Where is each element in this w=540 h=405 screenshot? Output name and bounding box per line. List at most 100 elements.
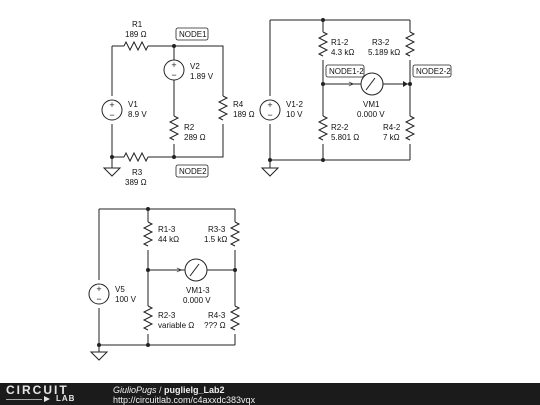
junction-dot [146, 207, 150, 211]
node2-2-label: NODE2-2 [416, 67, 451, 76]
r2-value: 289 Ω [184, 133, 206, 142]
circuit-meta: GiulioPugs / puglielg_Lab2 [113, 385, 225, 395]
v1-name: V1 [128, 100, 138, 109]
r4-2-name: R4-2 [383, 123, 401, 132]
r2-name: R2 [184, 123, 195, 132]
r4-name: R4 [233, 100, 244, 109]
vm1-3-value: 0.000 V [183, 296, 211, 305]
v2-plus-icon: + [171, 60, 176, 70]
r3-3-value: 1.5 kΩ [204, 235, 227, 244]
circuit-title-link[interactable]: puglielg_Lab2 [164, 385, 225, 395]
r4-resistor [217, 95, 229, 121]
r1-resistor [123, 40, 149, 52]
v5-name: V5 [115, 285, 125, 294]
junction-dot [321, 82, 325, 86]
r4-3-name: R4-3 [208, 311, 226, 320]
meta-separator: / [156, 385, 165, 395]
r3-3-name: R3-3 [208, 225, 226, 234]
vm1-needle [365, 77, 376, 91]
node2-box [175, 164, 209, 178]
r4-3-value: ??? Ω [204, 321, 226, 330]
r3-resistor [123, 151, 149, 163]
r1-3-name: R1-3 [158, 225, 176, 234]
r2-2-name: R2-2 [331, 123, 349, 132]
circuitlab-logo[interactable]: CIRCUIT LAB [6, 384, 94, 405]
ground-a-icon [102, 167, 122, 177]
vm1-3-arrow-icon: > [176, 265, 181, 275]
logo-line [6, 399, 42, 400]
r1-3-value: 44 kΩ [158, 235, 179, 244]
r1-2-value: 4.3 kΩ [331, 48, 354, 57]
v1-2-plus-icon: + [267, 100, 272, 110]
v2-value: 1.89 V [190, 72, 214, 81]
v5-plus-icon: + [96, 284, 101, 294]
junction-dot [321, 158, 325, 162]
v5-value: 100 V [115, 295, 137, 304]
r1-2-name: R1-2 [331, 38, 349, 47]
junction-dot [146, 343, 150, 347]
vm1-3-meter-icon [184, 258, 208, 282]
vm1-3-name: VM1-3 [186, 286, 210, 295]
node1-label: NODE1 [179, 30, 207, 39]
v5-source-symbol [88, 283, 110, 305]
r1-2-resistor [317, 31, 329, 57]
logo-bottom-text: LAB [56, 394, 76, 403]
node1-2-box [325, 64, 365, 78]
r3-2-value: 5.189 kΩ [368, 48, 400, 57]
v1-2-minus-icon: − [267, 110, 272, 120]
r2-3-resistor [142, 305, 154, 331]
v1-2-source-symbol [259, 99, 281, 121]
junction-dot [321, 18, 325, 22]
vm1-meter-icon [360, 72, 384, 96]
vm1-value: 0.000 V [357, 110, 385, 119]
v1-plus-icon: + [109, 100, 114, 110]
v5-minus-icon: − [96, 294, 101, 304]
r1-name: R1 [132, 20, 143, 29]
schematic-canvas: + − + − + − + − > > NODE1 NODE2 NODE1-2 … [88, 18, 452, 361]
ground-c-icon [89, 351, 109, 361]
junction-dot [172, 44, 176, 48]
r4-2-resistor [404, 115, 416, 141]
r2-resistor [168, 115, 180, 141]
v1-source-symbol [101, 99, 123, 121]
junction-dot [268, 158, 272, 162]
v2-minus-icon: − [171, 70, 176, 80]
node1-box [175, 27, 209, 41]
junction-dot [146, 268, 150, 272]
v1-2-name: V1-2 [286, 100, 303, 109]
r2-2-resistor [317, 115, 329, 141]
vm1-arrow-icon: > [348, 79, 353, 89]
v1-minus-icon: − [109, 110, 114, 120]
vm1-name: VM1 [363, 100, 380, 109]
node2-2-box [412, 64, 452, 78]
r1-value: 189 Ω [125, 30, 147, 39]
v1-value: 8.9 V [128, 110, 147, 119]
r4-3-resistor [229, 305, 241, 331]
junction-dot [172, 155, 176, 159]
r2-3-name: R2-3 [158, 311, 176, 320]
r3-3-resistor [229, 221, 241, 247]
junction-dot [110, 155, 114, 159]
node2-label: NODE2 [179, 167, 207, 176]
junction-dot [233, 268, 237, 272]
r3-value: 389 Ω [125, 178, 147, 187]
r3-2-resistor [404, 31, 416, 57]
r4-2-value: 7 kΩ [383, 133, 400, 142]
node1-2-label: NODE1-2 [329, 67, 364, 76]
vm1-3-needle [189, 263, 200, 277]
r2-2-value: 5.801 Ω [331, 133, 359, 142]
r1-3-resistor [142, 221, 154, 247]
r2-3-value: variable Ω [158, 321, 194, 330]
v2-name: V2 [190, 62, 200, 71]
logo-top-text: CIRCUIT [6, 383, 69, 397]
r4-value: 189 Ω [233, 110, 255, 119]
logo-arrow-icon [44, 396, 50, 402]
circuit-url-link[interactable]: http://circuitlab.com/c4axxdc383vqx [113, 395, 256, 405]
node2-2-arrow-icon [403, 81, 408, 87]
v2-source-symbol [163, 59, 185, 81]
ground-b-icon [260, 167, 280, 177]
author-link[interactable]: GiulioPugs [113, 385, 157, 395]
r3-2-name: R3-2 [372, 38, 390, 47]
r3-name: R3 [132, 168, 143, 177]
junction-dot [408, 82, 412, 86]
